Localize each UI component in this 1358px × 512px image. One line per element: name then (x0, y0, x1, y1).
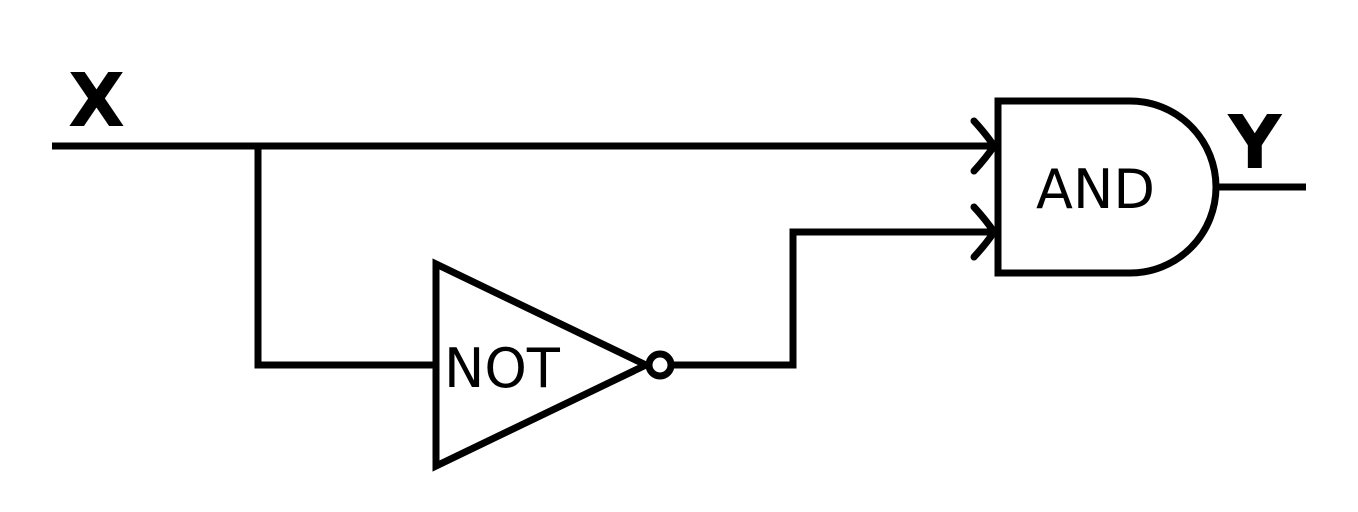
and-input-1-arrow (970, 117, 999, 175)
not-gate-bubble (645, 350, 675, 380)
and-input-2-arrow (970, 203, 999, 261)
input-label-x: X (68, 58, 125, 144)
not-gate-label: NOT (444, 337, 561, 400)
and-gate (994, 97, 1220, 277)
not-output-wire (671, 228, 992, 369)
and-gate-label: AND (1036, 158, 1155, 221)
branch-wire-to-not (254, 146, 436, 369)
output-label-y: Y (1227, 100, 1283, 186)
not-gate (432, 258, 655, 472)
